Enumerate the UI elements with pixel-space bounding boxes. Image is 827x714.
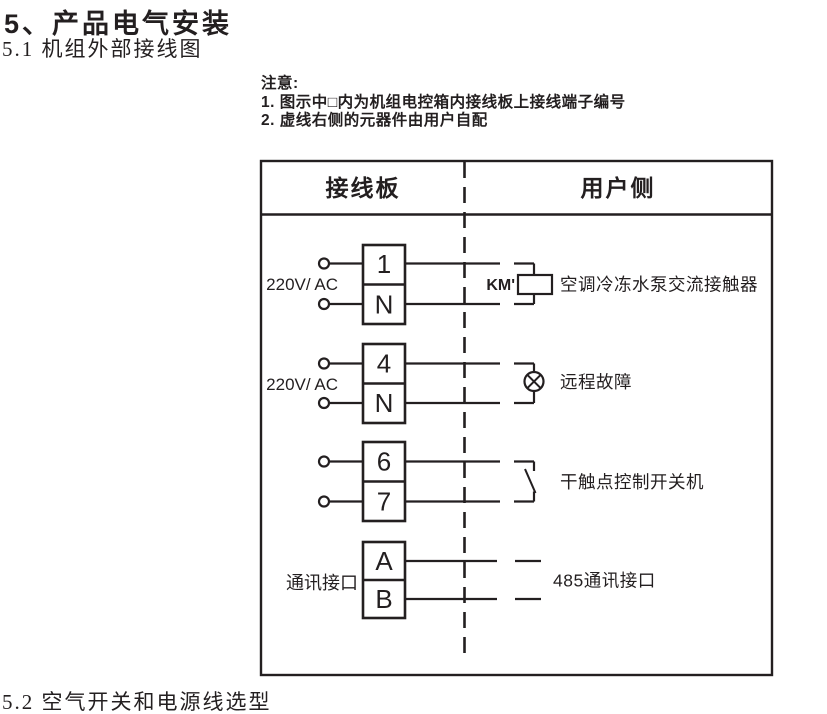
terminal-dot-icon [317,357,331,370]
terminal-dot-icon [317,455,331,468]
next-subsection-title: 5.2 空气开关和电源线选型 [2,690,272,714]
comm-port-label: 通讯接口 [286,573,358,593]
circuit-group-remote-fault: 4 N 220V/ AC 远程故障 [266,342,632,425]
column-header-terminal-board: 接线板 [326,175,401,201]
terminal-label: 7 [377,487,391,517]
circuit-group-dry-contact: 6 7 干触点控制开关机 [317,440,704,523]
terminal-label: 6 [377,447,391,477]
switch-blade-icon [524,468,537,494]
wires [329,362,536,405]
wires [329,460,536,503]
terminal-dot-icon [317,396,331,410]
note-item-1: 1. 图示中□内为机组电控箱内接线板上接线端子编号 [261,93,626,111]
circuit-group-pump-contactor: 1 N 220V/ AC KM' 空调冷冻水泵交流接触器 [266,243,758,326]
terminal-label: N [375,290,394,320]
component-description: 空调冷冻水泵交流接触器 [560,275,758,295]
column-header-user-side: 用户侧 [581,175,656,201]
contactor-designator: KM' [486,277,515,294]
component-description: 485通讯接口 [553,571,656,591]
notes-heading: 注意: [261,75,299,92]
terminal-label: 1 [377,249,391,279]
lamp-icon [523,370,545,393]
note-item-2: 2. 虚线右侧的元器件由用户自配 [261,112,488,129]
wires [405,559,541,601]
terminal-dot-icon [317,257,331,270]
notes-block: 注意: 1. 图示中□内为机组电控箱内接线板上接线端子编号 2. 虚线右侧的元器… [261,75,626,131]
terminal-dot-icon [317,495,331,508]
contactor-coil-icon [516,273,554,296]
component-description: 远程故障 [560,372,632,392]
circuit-group-comm-port: A B 通讯接口 485通讯接口 [286,540,656,620]
supply-label: 220V/ AC [266,375,338,394]
subsection-title: 5.1 机组外部接线图 [2,37,203,61]
terminal-label: B [375,584,392,614]
section-title: 5、产品电气安装 [4,9,233,39]
component-description: 干触点控制开关机 [560,472,704,492]
diagram-border [259,159,774,677]
terminal-dot-icon [317,297,331,311]
supply-label: 220V/ AC [266,275,338,294]
wires [329,262,536,306]
terminal-label: A [375,546,393,576]
terminal-label: 4 [377,349,391,379]
terminal-label: N [375,388,394,418]
